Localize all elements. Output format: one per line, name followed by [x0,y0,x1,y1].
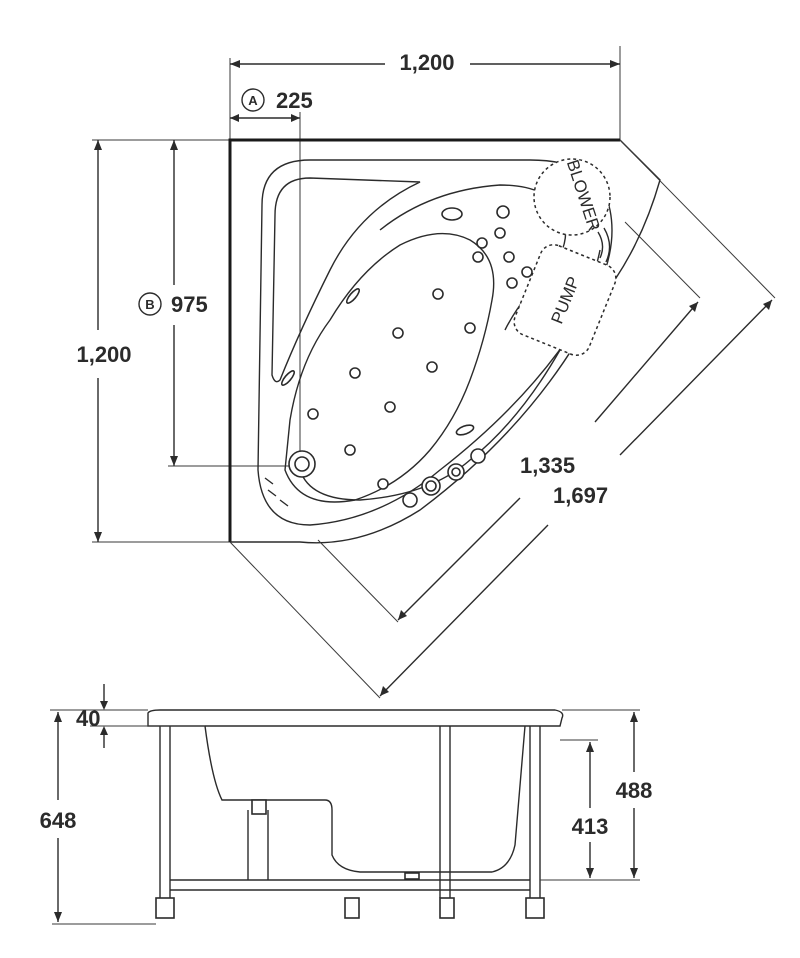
side-view: 40 648 488 413 [40,684,653,925]
drain [288,450,316,478]
dimension-rim-thickness: 40 [50,684,205,748]
blower-component: BLOWER [533,157,611,236]
rim-thickness-label: 40 [76,706,100,731]
basin-inner [284,232,495,503]
dimension-a: A 225 [230,88,313,462]
marker-b-value: 975 [171,292,208,317]
overall-width-label: 1,200 [399,50,454,75]
diagonal-outer-label: 1,697 [553,483,608,508]
pump-component: PUMP [513,243,617,357]
marker-b-letter: B [145,297,154,312]
basin-ledge [271,177,421,383]
tub-rim-outer [228,138,620,542]
diagonal-inner-label: 1,335 [520,453,575,478]
marker-a-letter: A [248,93,258,108]
overall-depth-label: 1,200 [76,342,131,367]
dimension-inner-depth: 413 [560,739,609,878]
jets [280,205,533,508]
dimension-overall-width: 1,200 [229,46,621,140]
dimension-diagonals: 1,335 1,697 [229,139,776,699]
dimension-overall-depth: 1,200 [76,139,230,543]
dimension-total-height: 648 [40,712,156,925]
inner-depth-label: 413 [572,814,609,839]
marker-a-circle [241,88,265,112]
marker-b-circle [138,292,162,316]
dimension-rim-height: 488 [540,709,653,881]
dimension-b: B 975 [138,140,300,467]
plan-view: 1,200 A 225 1,200 [76,46,776,699]
total-height-label: 648 [40,808,77,833]
side-basin [204,725,526,873]
rim-height-label: 488 [616,778,653,803]
side-frame [159,726,541,898]
side-rim [147,709,564,727]
marker-a-value: 225 [276,88,313,113]
tub-rim-front [230,139,661,544]
